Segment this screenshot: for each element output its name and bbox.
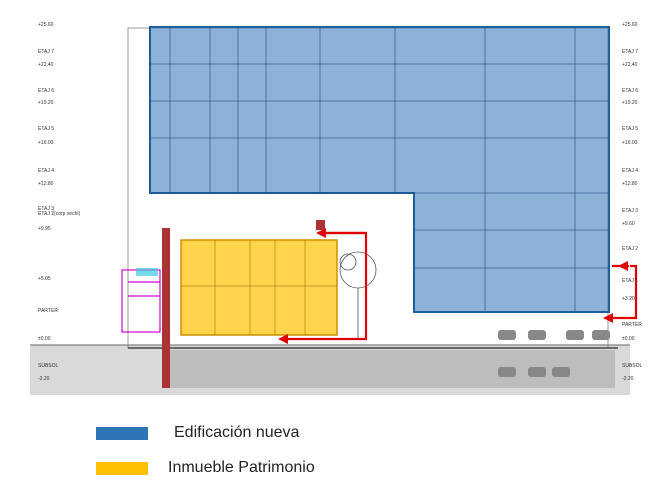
level-label: ETAJ 3 bbox=[38, 206, 54, 212]
level-label: SUBSOL bbox=[38, 363, 59, 369]
new-building-overlay bbox=[149, 26, 610, 313]
arrowheads bbox=[278, 228, 628, 344]
level-label: ETAJ 2 bbox=[622, 246, 638, 252]
legend-swatch-blue bbox=[96, 426, 148, 440]
level-label: ETAJ 7 bbox=[622, 49, 638, 55]
level-label: +12.80 bbox=[38, 181, 54, 187]
level-label: ETAJ 3 bbox=[622, 208, 638, 214]
parked-cars bbox=[498, 330, 610, 377]
level-label: ±0.00 bbox=[38, 336, 51, 342]
tree-sketch bbox=[339, 251, 377, 340]
level-label: PARTER bbox=[622, 322, 642, 328]
level-label: +16.00 bbox=[622, 140, 638, 146]
legend-item-new-building: Edificación nueva bbox=[96, 423, 299, 443]
level-label: ETAJ 6 bbox=[38, 88, 54, 94]
level-label: +22.40 bbox=[38, 62, 54, 68]
level-label: ETAJ 5 bbox=[622, 126, 638, 132]
old-building-pillars bbox=[162, 220, 325, 388]
level-label: +19.20 bbox=[38, 100, 54, 106]
level-label: +9.60 bbox=[622, 221, 635, 227]
level-label: ETAJ 4 bbox=[622, 168, 638, 174]
level-label: ±0.00 bbox=[622, 336, 635, 342]
level-label: +5.05 bbox=[38, 276, 51, 282]
level-label: +19.20 bbox=[622, 100, 638, 106]
level-label: +25.60 bbox=[38, 22, 54, 28]
level-label: ETAJ 6 bbox=[622, 88, 638, 94]
level-label: PARTER bbox=[38, 308, 58, 314]
level-label: +22.40 bbox=[622, 62, 638, 68]
heritage-building-block bbox=[180, 239, 338, 336]
level-label: ETAJ 4 bbox=[38, 168, 54, 174]
neighbour-balcony bbox=[136, 268, 158, 276]
level-label: SUBSOL bbox=[622, 363, 643, 369]
legend-swatch-orange bbox=[96, 461, 148, 475]
legend-label: Edificación nueva bbox=[174, 424, 300, 441]
level-label: +12.80 bbox=[622, 181, 638, 187]
level-label: -3.20 bbox=[38, 376, 50, 382]
level-label: +3.20 bbox=[622, 296, 635, 302]
level-label: ETAJ 5 bbox=[38, 126, 54, 132]
legend-label: Inmueble Patrimonio bbox=[168, 459, 315, 476]
level-label: +16.00 bbox=[38, 140, 54, 146]
level-label: -3.20 bbox=[622, 376, 634, 382]
level-label: ETAJ 1 bbox=[622, 278, 638, 284]
legend-item-heritage: Inmueble Patrimonio bbox=[96, 458, 315, 478]
level-label: +25.60 bbox=[622, 22, 638, 28]
level-label: +9.95 bbox=[38, 226, 51, 232]
red-arrows bbox=[282, 231, 638, 341]
level-label: ETAJ 7 bbox=[38, 49, 54, 55]
level-label: ETAJ 2(corp vechi) bbox=[38, 211, 80, 217]
